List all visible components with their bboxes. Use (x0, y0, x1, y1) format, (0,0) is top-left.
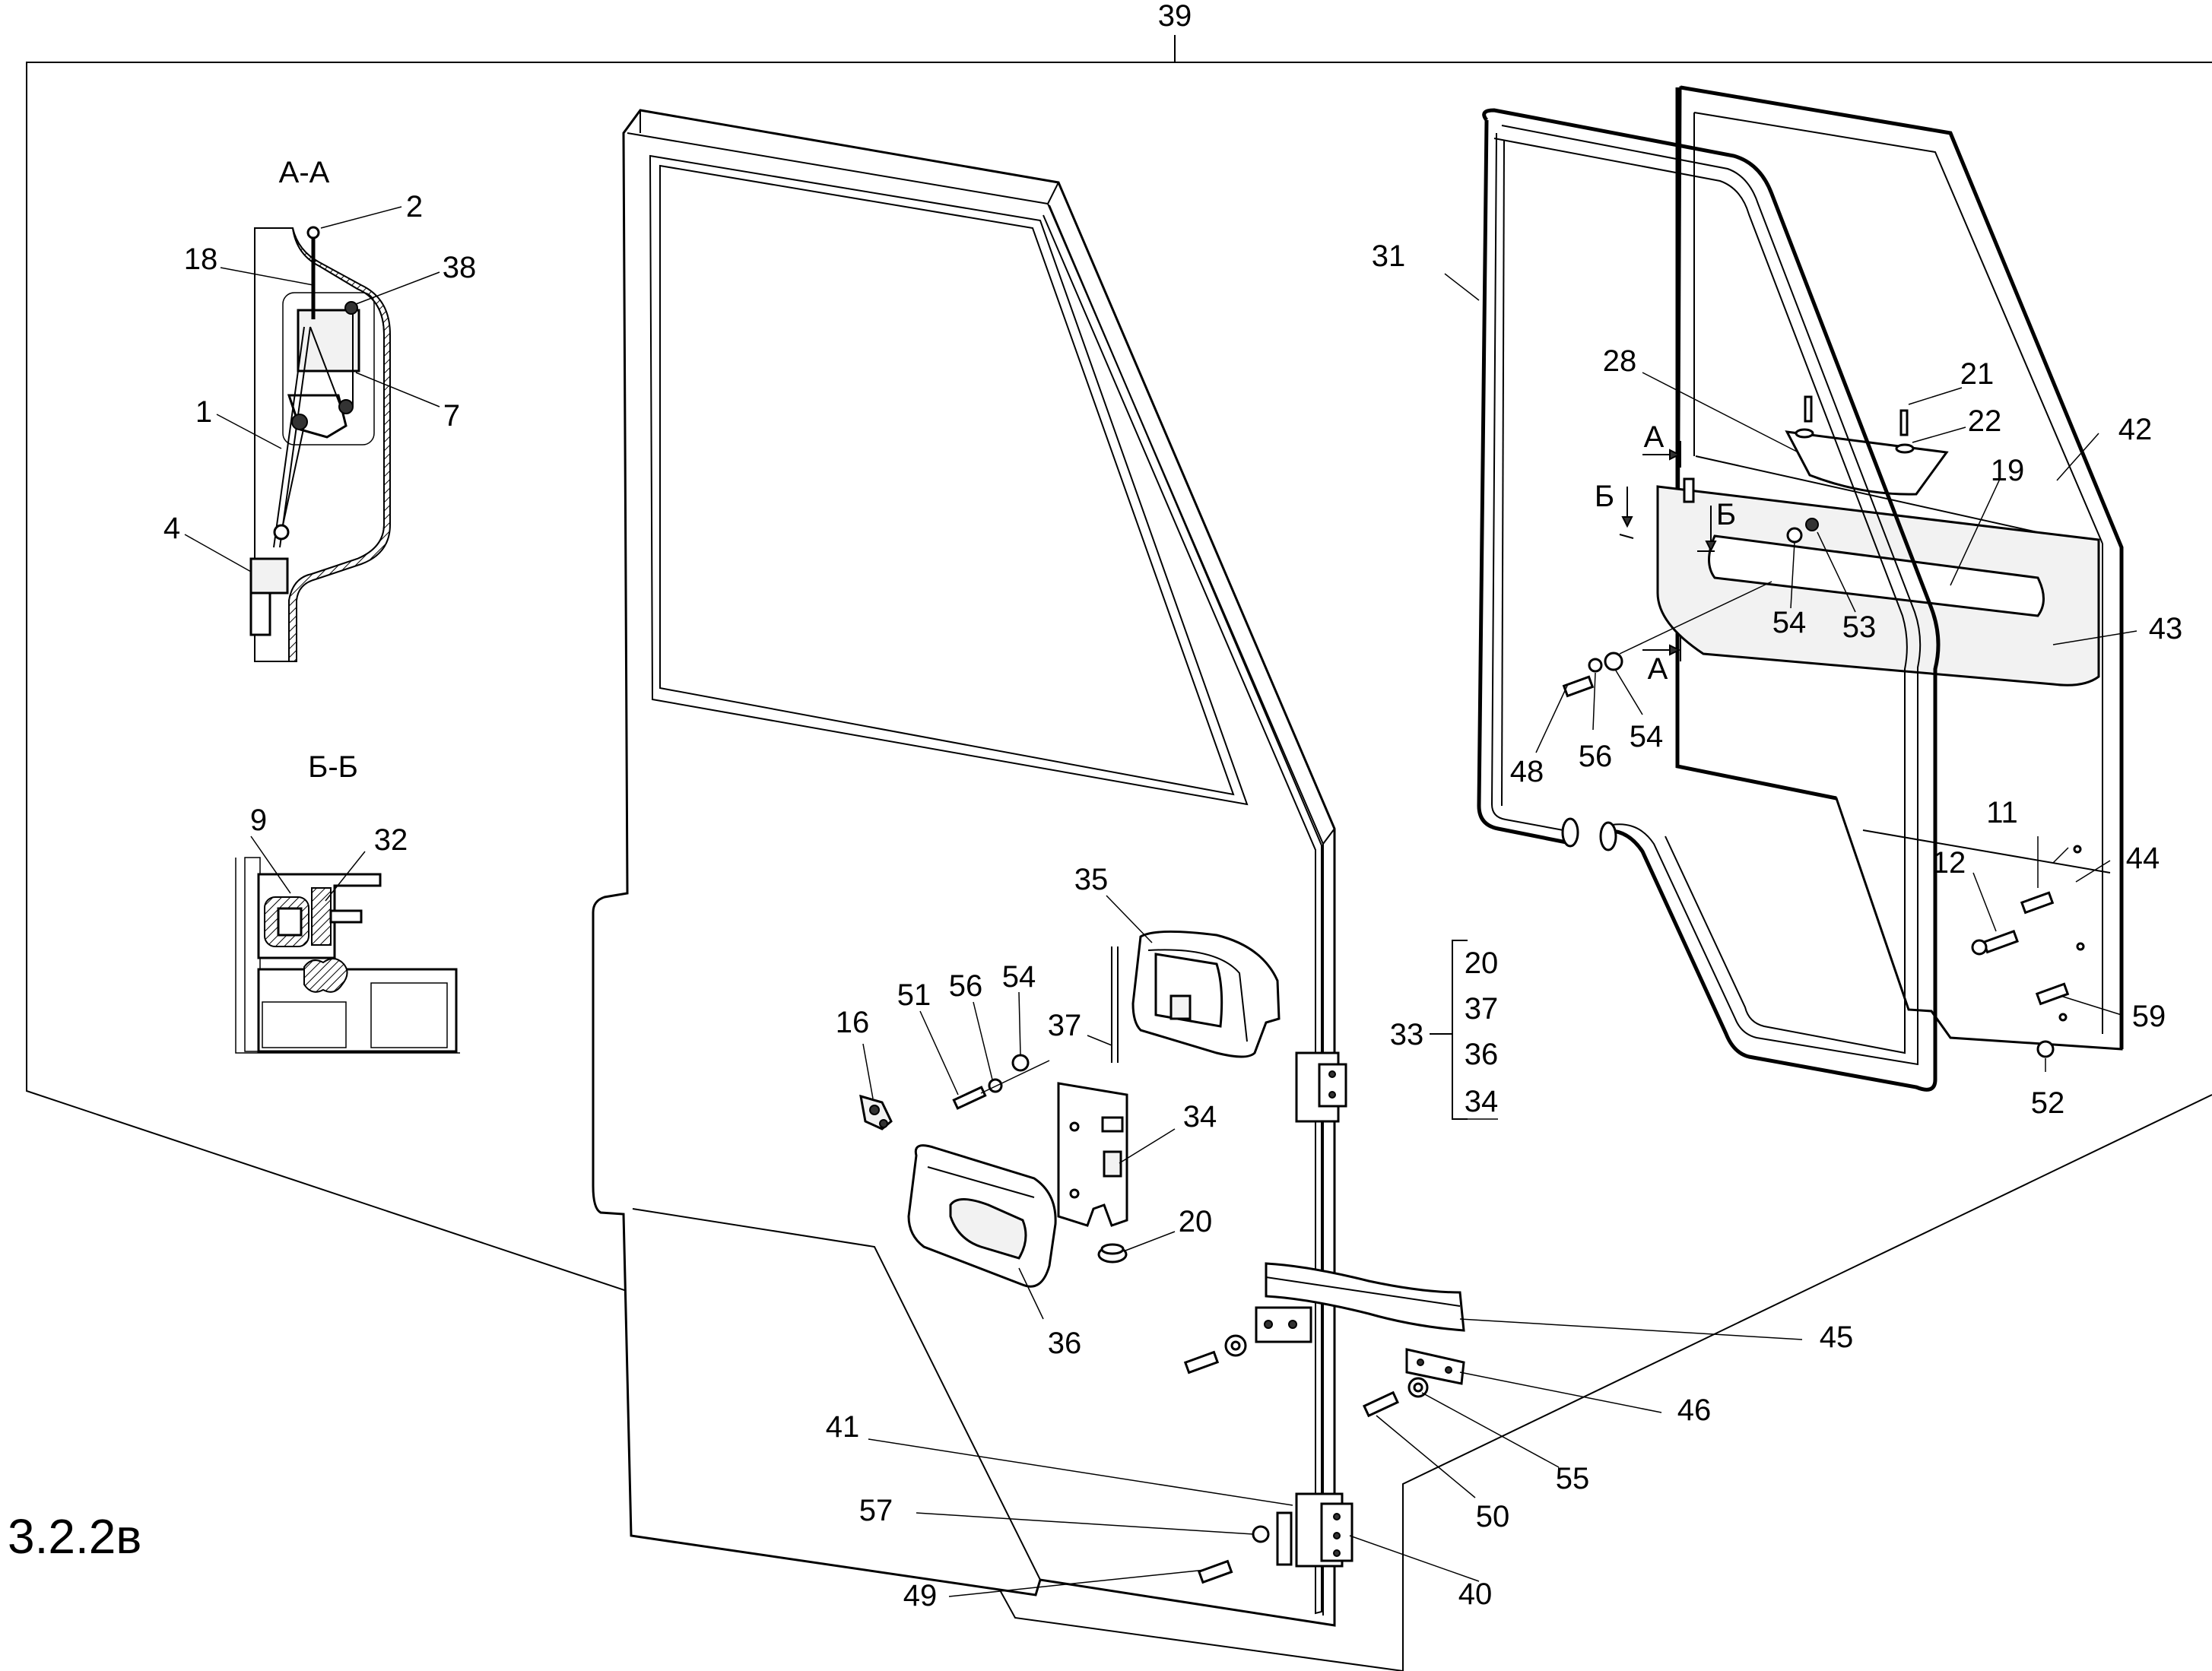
door-inner-panel (1562, 85, 2124, 1058)
callout-48: 48 (1510, 755, 1544, 788)
callout-1: 1 (195, 395, 212, 429)
callout-46: 46 (1677, 1394, 1712, 1427)
leader-1 (216, 414, 282, 449)
leader-2 (320, 206, 402, 229)
callout-11: 11 (1986, 796, 2018, 829)
leader-7 (355, 372, 440, 407)
door-seal-31 (1477, 108, 1941, 1092)
callout-34: 34 (1183, 1100, 1217, 1134)
callout-35: 35 (1074, 863, 1109, 896)
callout-41: 41 (826, 1410, 860, 1444)
cut-b-left: Б (1595, 480, 1614, 513)
callout-4: 4 (163, 512, 180, 545)
kit-group-33: 33 20 37 36 34 (1390, 940, 1499, 1120)
callout-18: 18 (184, 243, 218, 276)
spring-20 (1097, 1243, 1128, 1264)
callout-32: 32 (374, 823, 408, 857)
callout-20: 20 (1179, 1205, 1213, 1238)
section-aa-title: А-А (279, 156, 330, 189)
door-outer-panel (592, 109, 1354, 1627)
callout-52: 52 (2031, 1086, 2065, 1120)
section-aa-view: А-А 2 18 38 1 7 4 (163, 156, 477, 662)
small-parts-16-51-56-54 (859, 1054, 1050, 1130)
section-bb-view: Б-Б 9 32 (235, 750, 460, 1054)
door-check-strap-45 (1265, 1262, 1465, 1332)
callout-55: 55 (1556, 1462, 1590, 1495)
callout-49: 49 (903, 1579, 938, 1612)
kit-item-3: 36 (1465, 1038, 1499, 1071)
callout-44: 44 (2126, 842, 2160, 875)
cut-b-right: Б (1716, 498, 1736, 531)
callout-12: 12 (1932, 846, 1966, 880)
kit-item-4: 34 (1465, 1085, 1499, 1118)
leader-32 (325, 851, 366, 902)
callouts-main: 31 28 21 22 42 19 54 53 43 48 56 54 11 1… (826, 239, 2183, 1612)
callout-19: 19 (1991, 454, 2025, 487)
callout-38: 38 (443, 251, 477, 284)
callout-37: 37 (1048, 1009, 1082, 1042)
callout-54-outer: 54 (1002, 960, 1036, 994)
cut-a-top: А (1644, 420, 1665, 454)
inner-handle-35 (1131, 930, 1281, 1058)
outer-handle-36 (907, 1144, 1057, 1288)
callout-56-outer: 56 (949, 969, 983, 1003)
cut-a-bottom: А (1648, 652, 1668, 686)
callout-42: 42 (2118, 413, 2153, 446)
leader-38 (355, 271, 440, 305)
kit-item-1: 20 (1465, 946, 1499, 980)
callout-45: 45 (1820, 1321, 1854, 1354)
section-bb-title: Б-Б (308, 750, 358, 784)
callout-54-inner: 54 (1630, 720, 1664, 753)
callout-50: 50 (1476, 1500, 1510, 1533)
callout-51: 51 (897, 978, 931, 1012)
kit-item-2: 37 (1465, 992, 1499, 1026)
callout-54-armrest: 54 (1772, 606, 1807, 639)
callout-57: 57 (859, 1494, 893, 1527)
callout-16: 16 (836, 1006, 870, 1039)
callout-9: 9 (250, 804, 267, 837)
callout-53: 53 (1842, 610, 1877, 644)
leader-18 (220, 267, 314, 286)
callout-22: 22 (1968, 404, 2002, 438)
callout-7: 7 (443, 399, 460, 433)
callout-43: 43 (2149, 612, 2183, 645)
callout-56-inner: 56 (1579, 740, 1613, 773)
callout-36: 36 (1048, 1327, 1082, 1360)
fasteners-check (1183, 1334, 1429, 1584)
callout-28: 28 (1603, 344, 1637, 378)
callout-31: 31 (1372, 239, 1406, 273)
leader-9 (250, 836, 291, 894)
callout-59: 59 (2132, 1000, 2166, 1033)
kit-group-label: 33 (1390, 1018, 1424, 1051)
figure-number: 3.2.2в (8, 1509, 141, 1564)
bracket-46 (1405, 1348, 1465, 1385)
callout-40: 40 (1458, 1577, 1493, 1611)
callout-21: 21 (1960, 357, 1995, 391)
callout-2: 2 (406, 190, 423, 224)
leader-4 (184, 534, 252, 572)
section-cut-marks: А А Б Б (1595, 420, 1736, 686)
callout-39: 39 (1158, 0, 1192, 33)
lock-34 (1057, 1082, 1128, 1227)
